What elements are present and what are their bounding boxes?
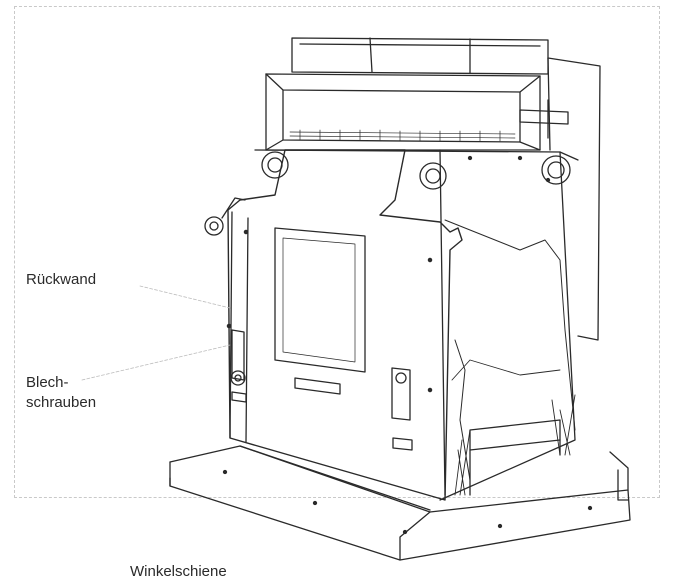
label-schrauben: schrauben [26, 394, 97, 411]
back-wall-panel [204, 149, 463, 501]
side-panel-right [519, 57, 601, 341]
round-bearings [261, 151, 571, 190]
label-rueckwand: Rückwand [26, 271, 97, 288]
hopper-box [265, 73, 541, 151]
angle-rail-base [169, 445, 631, 561]
top-beams [291, 37, 549, 75]
label-blech: Blech- [26, 374, 69, 391]
label-winkelschiene: Winkelschiene [130, 563, 227, 580]
housing-body [254, 149, 579, 501]
figure-frame [14, 6, 660, 498]
leader-lines [81, 285, 231, 381]
